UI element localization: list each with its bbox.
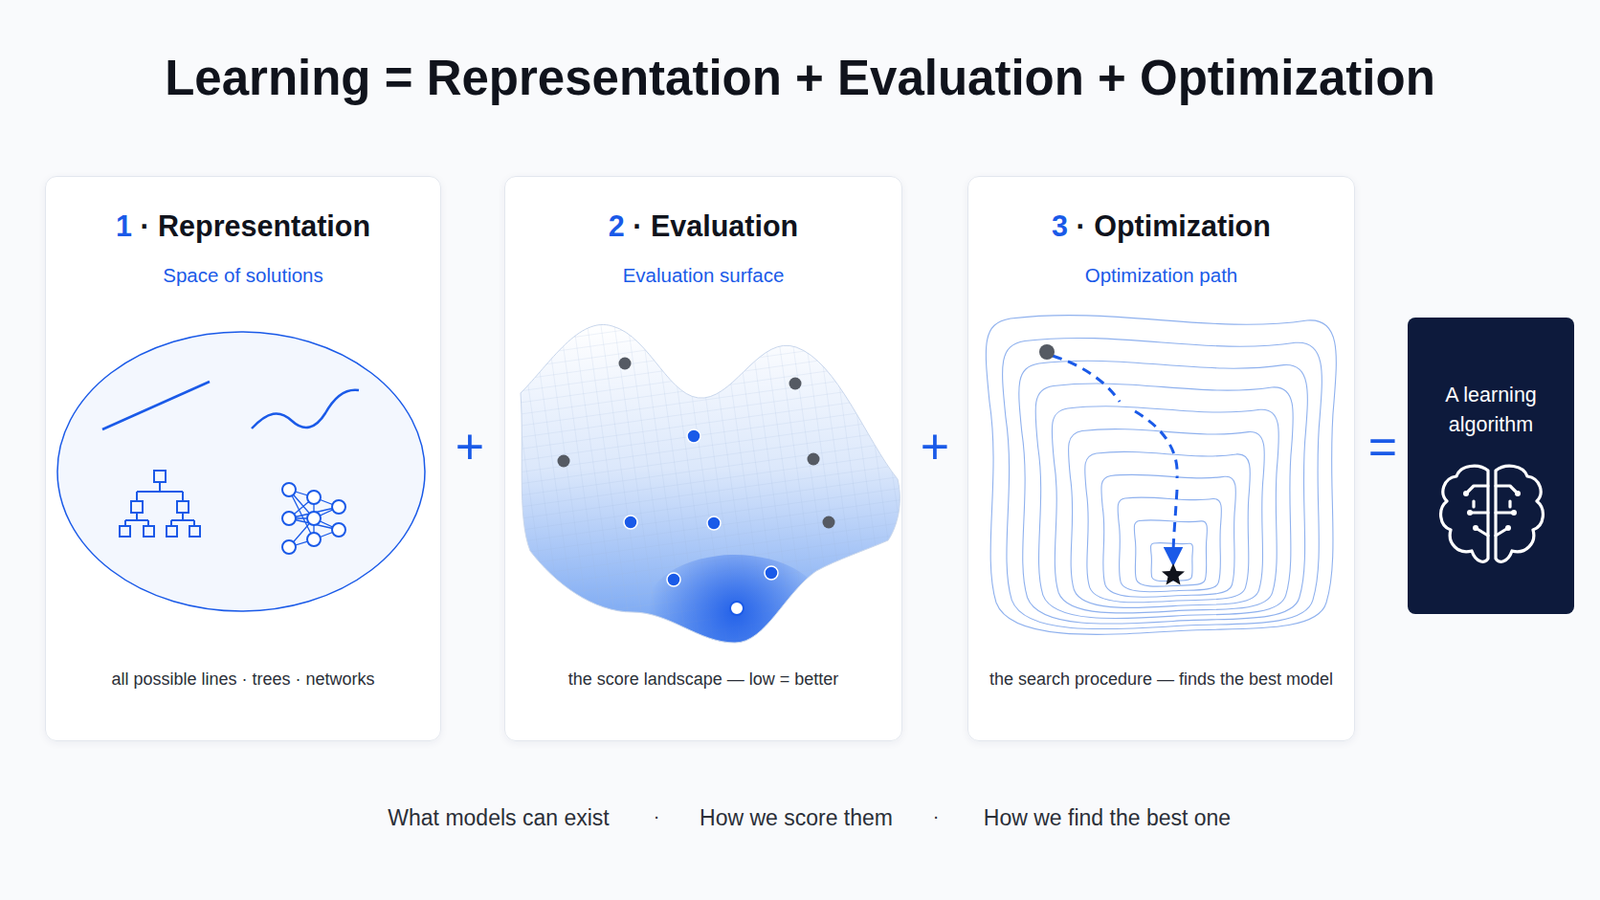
card-heading: 2 · Evaluation — [514, 209, 892, 244]
card-subtitle: Optimization path — [977, 264, 1345, 288]
equals-sign: = — [1368, 418, 1398, 476]
card-ground — [44, 176, 442, 742]
contour-line — [1019, 360, 1309, 624]
contour-line — [1085, 451, 1251, 603]
footer-text: How we find the best one — [983, 805, 1231, 832]
title: Learning = Representation + Evaluation +… — [0, 49, 1600, 107]
evaluation-surface — [507, 306, 910, 670]
contour-line — [1101, 474, 1237, 598]
footer-separator: · — [933, 805, 940, 828]
footer-text: What models can exist — [387, 805, 609, 832]
card-caption: all possible lines · trees · networks — [55, 669, 431, 690]
card-heading: 3 · Optimization — [977, 209, 1345, 244]
contour-line — [985, 315, 1336, 636]
representation-card: 1 · RepresentationSpace of solutions all … — [44, 176, 442, 742]
contour-line — [1133, 520, 1207, 587]
footer-text: How we score them — [699, 805, 893, 832]
contour-line — [1035, 383, 1293, 620]
footer-separator: · — [653, 805, 661, 828]
card-ground — [967, 176, 1356, 742]
evaluation-card: 2 · EvaluationEvaluation surface the scor… — [504, 176, 903, 742]
solution-space — [57, 332, 425, 612]
brain-icon — [1441, 466, 1544, 562]
card-caption: the score landscape — low = better — [514, 669, 892, 690]
card-subtitle: Space of solutions — [55, 264, 431, 288]
optimization-card: 3 · OptimizationOptimization path the sea… — [967, 176, 1356, 742]
card-heading: 1 · Representation — [55, 209, 431, 244]
plus-sign: + — [920, 418, 950, 476]
contour-line — [1117, 497, 1222, 593]
contour-line — [1002, 337, 1323, 629]
contour-line — [1067, 429, 1265, 609]
dark-ground — [1407, 317, 1575, 615]
card-subtitle: Evaluation surface — [514, 264, 892, 288]
result-box: A learning algorithm — [1407, 317, 1575, 615]
plus-sign: + — [455, 418, 485, 476]
card-caption: the search procedure — finds the best mo… — [977, 669, 1345, 690]
result-text: A learning algorithm — [1421, 380, 1561, 441]
